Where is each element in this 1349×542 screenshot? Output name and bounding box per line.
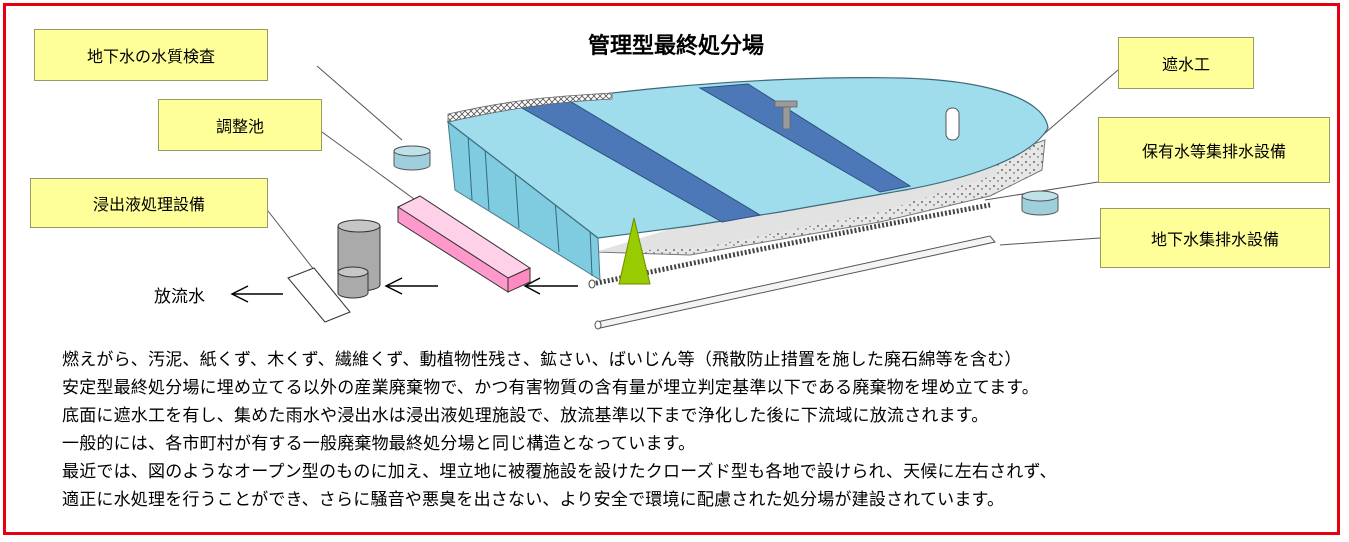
label-adjustment-pond: 調整池 [158,99,322,151]
label-retained-water-drainage: 保有水等集排水設備 [1098,117,1330,183]
label-leachate-treatment-facility: 浸出液処理設備 [30,178,268,228]
description-text: 燃えがら、汚泥、紙くず、木くず、繊維くず、動植物性残さ、鉱さい、ばいじん等（飛散… [62,346,1302,514]
discharge-water-label: 放流水 [154,287,205,307]
description-line: 底面に遮水工を有し、集めた雨水や浸出水は浸出液処理施設で、放流基準以下まで浄化し… [62,406,989,426]
description-line: 一般的には、各市町村が有する一般廃棄物最終処分場と同じ構造となっています。 [62,434,696,454]
description-line: 安定型最終処分場に埋め立てる以外の産業廃棄物で、かつ有害物質の含有量が埋立判定基… [62,378,1039,398]
diagram-title: 管理型最終処分場 [587,34,764,59]
label-groundwater-quality-inspection: 地下水の水質検査 [34,29,268,81]
label-groundwater-drainage: 地下水集排水設備 [1100,208,1330,268]
cover-band-2 [698,83,912,193]
description-line: 最近では、図のようなオープン型のものに加え、埋立地に被覆施設を設けたクローズド型… [62,462,1057,482]
description-line: 適正に水処理を行うことができ、さらに騒音や悪臭を出さない、より安全で環境に配慮さ… [62,490,1005,510]
flow-arrows [230,277,578,303]
label-water-barrier: 遮水工 [1118,37,1254,89]
description-line: 燃えがら、汚泥、紙くず、木くず、繊維くず、動植物性残さ、鉱さい、ばいじん等（飛散… [62,350,1022,370]
diagram-frame [3,3,1340,535]
